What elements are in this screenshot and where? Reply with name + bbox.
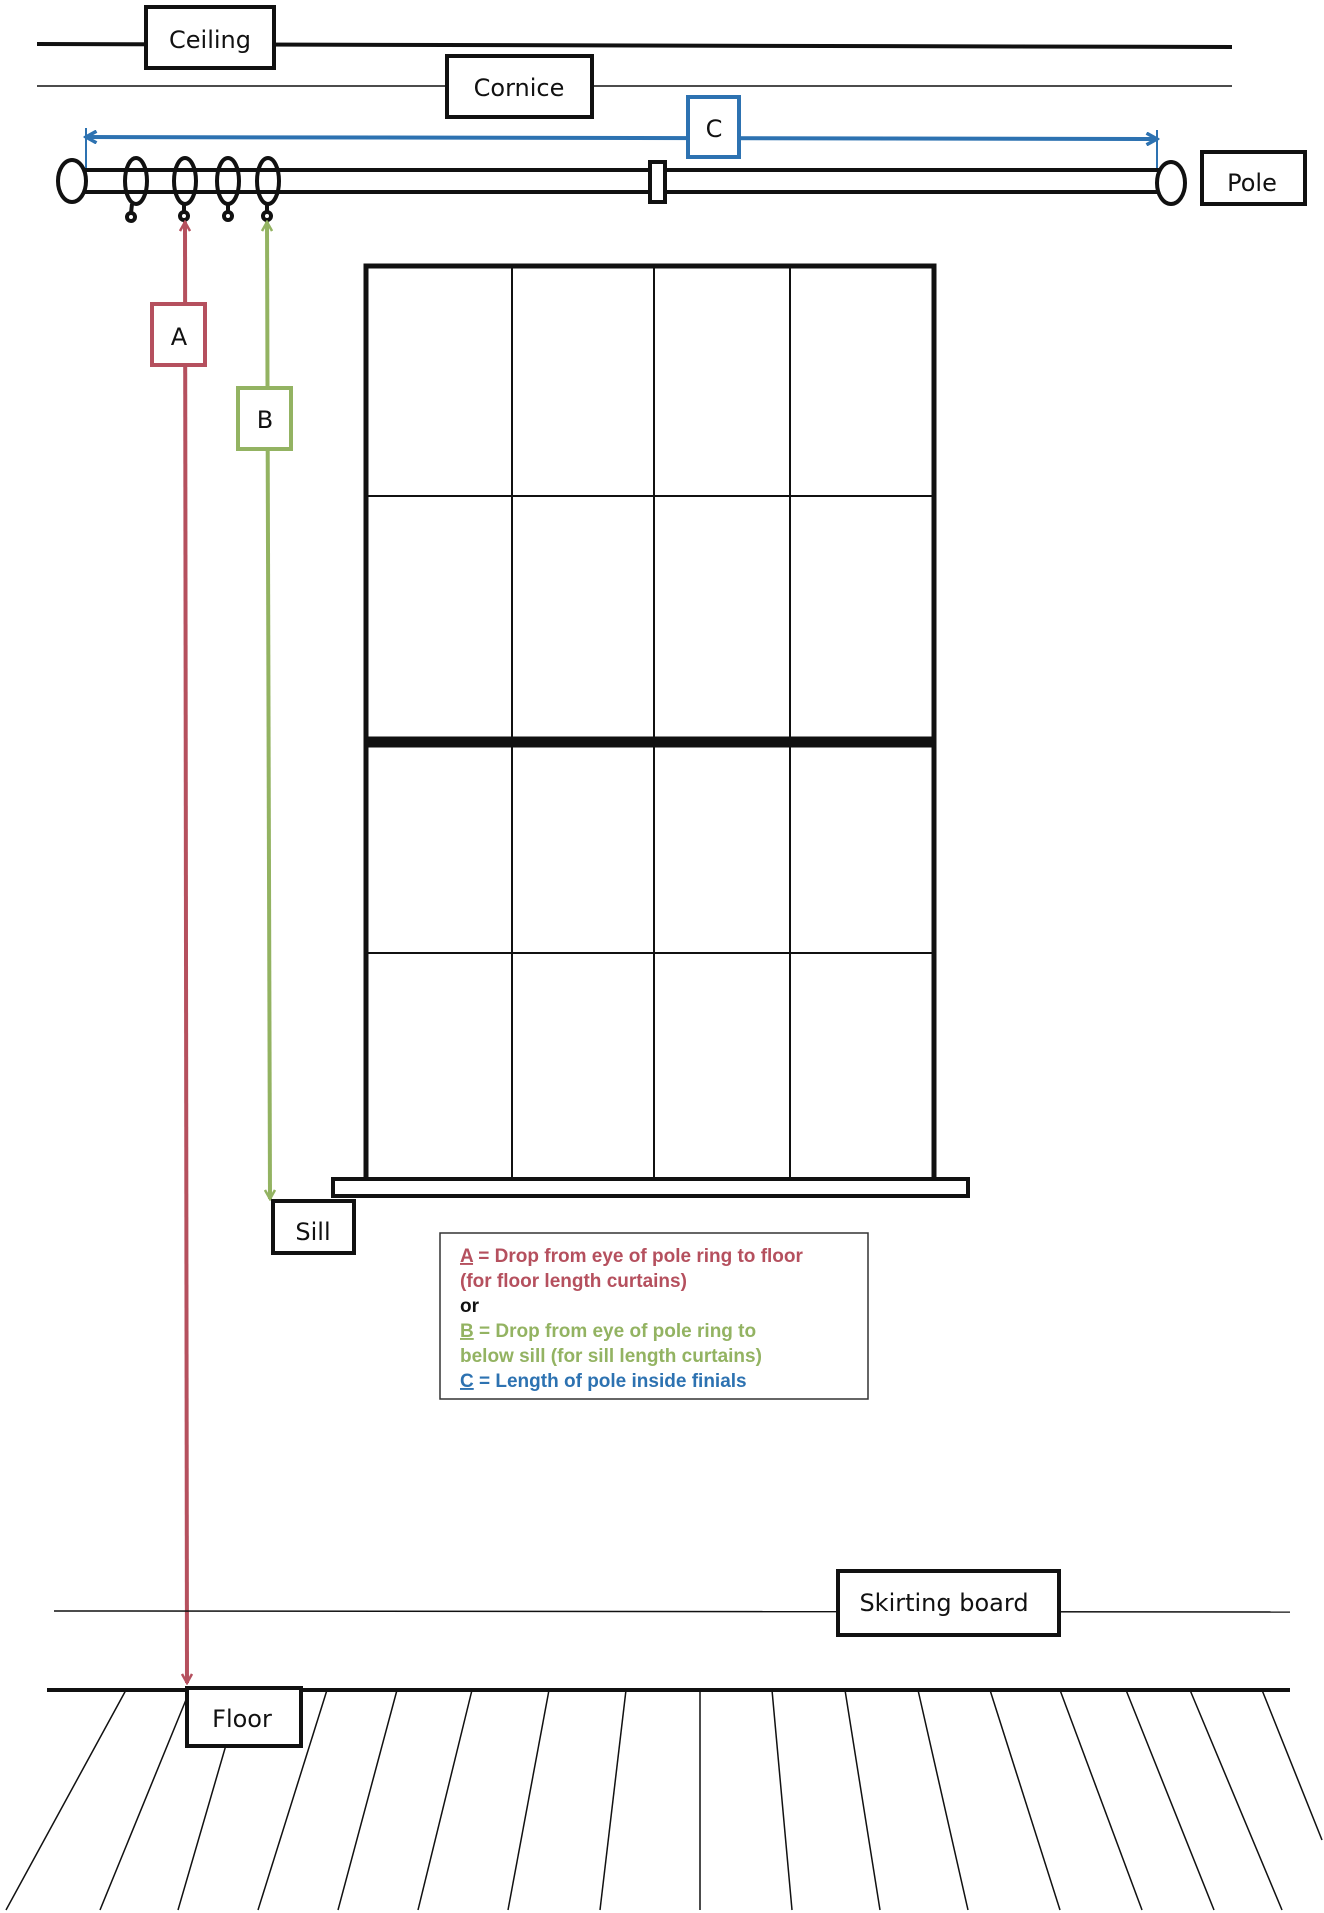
skirting-board-label-box: Skirting board <box>838 1571 1059 1635</box>
measurement-c-arrow <box>86 137 1157 139</box>
curtain-pole <box>58 160 1185 204</box>
cornice-label: Cornice <box>474 74 565 102</box>
measurement-a-label: A <box>171 323 188 351</box>
legend-a-line1: A = Drop from eye of pole ring to floor <box>460 1246 804 1267</box>
legend-b-line2: below sill (for sill length curtains) <box>460 1346 762 1367</box>
window-sill <box>333 1179 968 1196</box>
ceiling-label: Ceiling <box>169 26 251 54</box>
right-finial-icon <box>1157 162 1185 204</box>
left-finial-icon <box>58 160 86 202</box>
sill-label: Sill <box>295 1218 330 1246</box>
pole-label: Pole <box>1227 169 1277 197</box>
floor-label: Floor <box>212 1705 272 1733</box>
legend-b-line1: B = Drop from eye of pole ring to <box>460 1321 756 1342</box>
ceiling-label-box: Ceiling <box>146 7 274 68</box>
sill-label-box: Sill <box>273 1201 354 1253</box>
legend-or: or <box>460 1296 480 1317</box>
pole-label-box: Pole <box>1202 152 1305 204</box>
floor-label-box: Floor <box>187 1688 301 1746</box>
legend-box: A = Drop from eye of pole ring to floor … <box>440 1233 868 1399</box>
skirting-board-label: Skirting board <box>859 1589 1028 1617</box>
measurement-b-label: B <box>257 406 273 434</box>
measurement-a-label-box: A <box>152 304 205 365</box>
pole-bracket <box>650 162 665 202</box>
measurement-c-label-box: C <box>688 97 739 157</box>
cornice-label-box: Cornice <box>447 56 592 117</box>
measurement-c-label: C <box>706 115 723 143</box>
legend-a-line2: (for floor length curtains) <box>460 1271 687 1292</box>
skirting-board-line <box>54 1611 1290 1612</box>
measurement-b-label-box: B <box>238 388 291 449</box>
legend-c-line1: C = Length of pole inside finials <box>460 1371 747 1392</box>
window <box>366 266 934 1182</box>
measurement-a-arrow <box>185 222 187 1683</box>
measurement-b-arrow <box>267 222 270 1199</box>
